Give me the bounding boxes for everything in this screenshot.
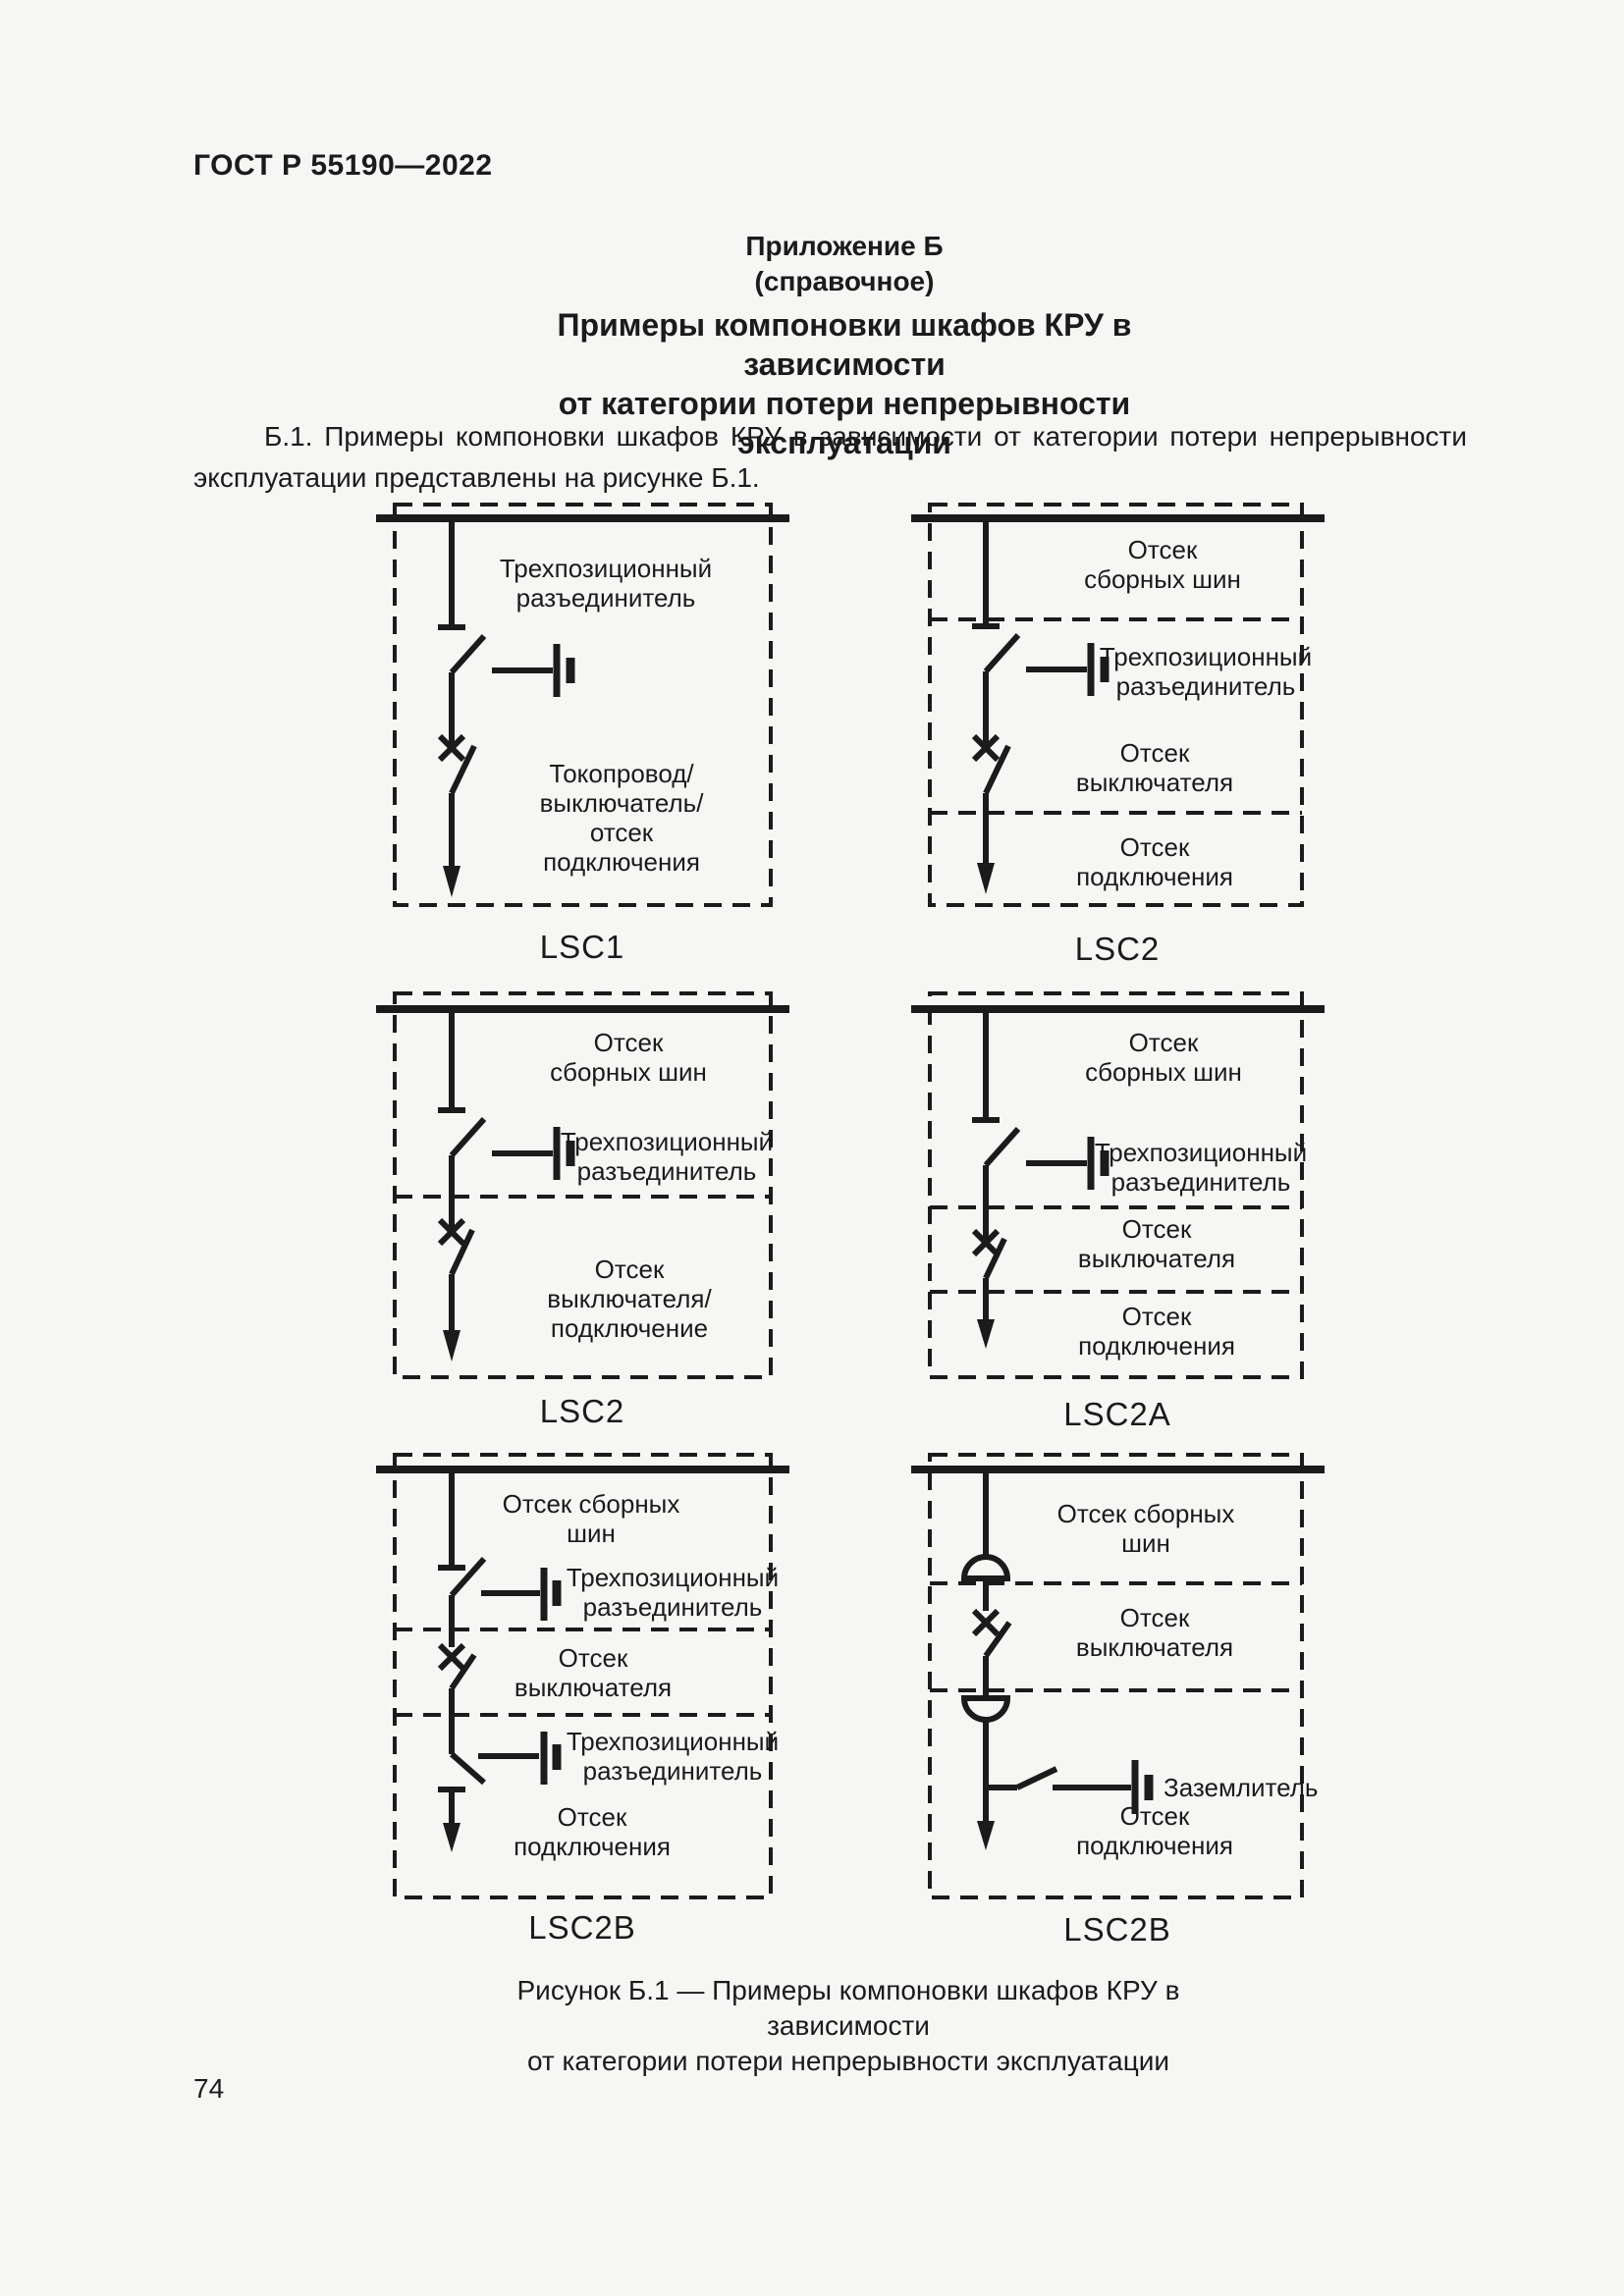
- single-line-diagram: [376, 503, 789, 907]
- diagram-lsc2-middle: Отсек сборных шин Трехпозиционный разъед…: [376, 991, 798, 1433]
- label-connection-compartment: Отсек подключения: [1076, 832, 1233, 891]
- diagram-category-label: LSC2: [1074, 931, 1161, 967]
- single-line-diagram: [911, 503, 1325, 907]
- three-position-disconnector-symbol: [438, 518, 487, 674]
- document-header: ГОСТ Р 55190—2022: [193, 149, 493, 182]
- earthing-switch-symbol: [986, 1760, 1154, 1814]
- diagram-lsc1: Трехпозиционный разъединитель Токопровод…: [376, 503, 798, 974]
- withdrawable-contact-upper: [960, 1469, 1011, 1581]
- diagram-category-label: LSC2: [539, 1393, 625, 1429]
- label-earthing-switch: Заземлитель: [1164, 1773, 1319, 1802]
- three-position-disconnector-symbol-lower: [438, 1688, 486, 1792]
- label-breaker-connection-compartment: Отсек выключателя/ подключение: [547, 1255, 712, 1343]
- cabinet-enclosure: [393, 1453, 773, 1899]
- earth-contact: [478, 1732, 562, 1785]
- cabinet-enclosure: [393, 991, 773, 1379]
- earth-contact: [481, 1568, 562, 1621]
- label-three-position-disconnector: Трехпозиционный разъединитель: [560, 1127, 774, 1186]
- earth-contact: [1026, 643, 1110, 696]
- circuit-breaker-symbol: [437, 1595, 477, 1690]
- outgoing-feeder-arrow: [977, 793, 995, 894]
- withdrawable-contact-lower: [960, 1656, 1011, 1723]
- label-breaker-compartment: Отсек выключателя: [1075, 1603, 1234, 1662]
- label-breaker-compartment: Отсек выключателя: [1075, 738, 1234, 797]
- label-three-position-disconnector: Трехпозиционный разъединитель: [499, 554, 713, 613]
- single-line-diagram: [911, 991, 1325, 1379]
- label-three-position-disconnector: Трехпозиционный разъединитель: [1099, 642, 1313, 701]
- diagram-lsc2a: Отсек сборных шин Трехпозиционный разъед…: [911, 991, 1333, 1433]
- single-line-diagram: [911, 1453, 1325, 1899]
- circuit-breaker-symbol: [971, 1578, 1012, 1658]
- label-breaker-compartment: Отсек выключателя: [1077, 1214, 1236, 1273]
- three-position-disconnector-symbol: [438, 1469, 487, 1597]
- earth-contact: [1026, 1137, 1110, 1190]
- outgoing-feeder-arrow: [977, 1278, 995, 1349]
- cabinet-enclosure: [393, 503, 773, 907]
- diagram-category-label: LSC1: [539, 929, 625, 965]
- label-busbar-compartment: Отсек сборных шин: [502, 1489, 680, 1548]
- label-three-position-disconnector: Трехпозиционный разъединитель: [566, 1563, 780, 1622]
- label-busbar-compartment: Отсек сборных шин: [1085, 1028, 1242, 1087]
- three-position-disconnector-symbol: [972, 518, 1021, 673]
- circuit-breaker-symbol: [971, 1165, 1007, 1280]
- earth-contact: [492, 644, 575, 697]
- label-busbar-compartment: Отсек сборных шин: [550, 1028, 707, 1087]
- earth-contact: [492, 1127, 575, 1180]
- label-breaker-compartment: Отсек выключателя: [514, 1643, 673, 1702]
- outgoing-feeder-arrow: [443, 1274, 460, 1362]
- circuit-breaker-symbol: [437, 672, 477, 795]
- diagram-category-label: LSC2A: [1063, 1396, 1171, 1432]
- diagram-category-label: LSC2B: [1063, 1911, 1171, 1948]
- diagram-lsc2-top: Отсек сборных шин Трехпозиционный разъед…: [911, 503, 1333, 974]
- page-number: 74: [193, 2073, 225, 2104]
- single-line-diagram: [376, 991, 789, 1379]
- outgoing-feeder-arrow: [443, 1789, 460, 1852]
- diagram-lsc2b-right: Отсек сборных шин Отсек выключателя Зазе…: [911, 1453, 1333, 1953]
- label-connection-compartment: Отсек подключения: [514, 1802, 671, 1861]
- label-conductor-breaker-connection: Токопровод/ выключатель/отсек подключени…: [539, 759, 704, 877]
- intro-paragraph: Б.1. Примеры компоновки шкафов КРУ в зав…: [193, 421, 1467, 493]
- circuit-breaker-symbol: [971, 671, 1011, 795]
- label-connection-compartment: Отсек подключения: [1078, 1302, 1235, 1361]
- figure-caption: Рисунок Б.1 — Примеры компоновки шкафов …: [516, 1975, 1180, 2076]
- cabinet-enclosure: [928, 503, 1304, 907]
- page-title: Примеры компоновки шкафов КРУ в зависимо…: [557, 307, 1132, 460]
- three-position-disconnector-symbol: [972, 1009, 1021, 1167]
- label-busbar-compartment: Отсек сборных шин: [1084, 535, 1241, 594]
- diagram-lsc2b-left: Отсек сборных шин Трехпозиционный разъед…: [376, 1453, 798, 1953]
- three-position-disconnector-symbol: [438, 1009, 487, 1157]
- cabinet-enclosure: [928, 1453, 1304, 1899]
- label-connection-compartment: Отсек подключения: [1076, 1801, 1233, 1860]
- diagram-category-label: LSC2B: [528, 1909, 636, 1946]
- outgoing-feeder-arrow: [443, 793, 460, 897]
- cabinet-enclosure: [928, 991, 1304, 1379]
- outgoing-feeder-arrow: [977, 1720, 995, 1850]
- label-three-position-disconnector-lower: Трехпозиционный разъединитель: [566, 1727, 780, 1786]
- circuit-breaker-symbol: [437, 1155, 475, 1276]
- label-three-position-disconnector: Трехпозиционный разъединитель: [1094, 1138, 1308, 1197]
- appendix-title: Приложение Б: [745, 231, 944, 261]
- single-line-diagram: [376, 1453, 789, 1899]
- appendix-type: (справочное): [754, 266, 935, 296]
- label-busbar-compartment: Отсек сборных шин: [1056, 1499, 1235, 1558]
